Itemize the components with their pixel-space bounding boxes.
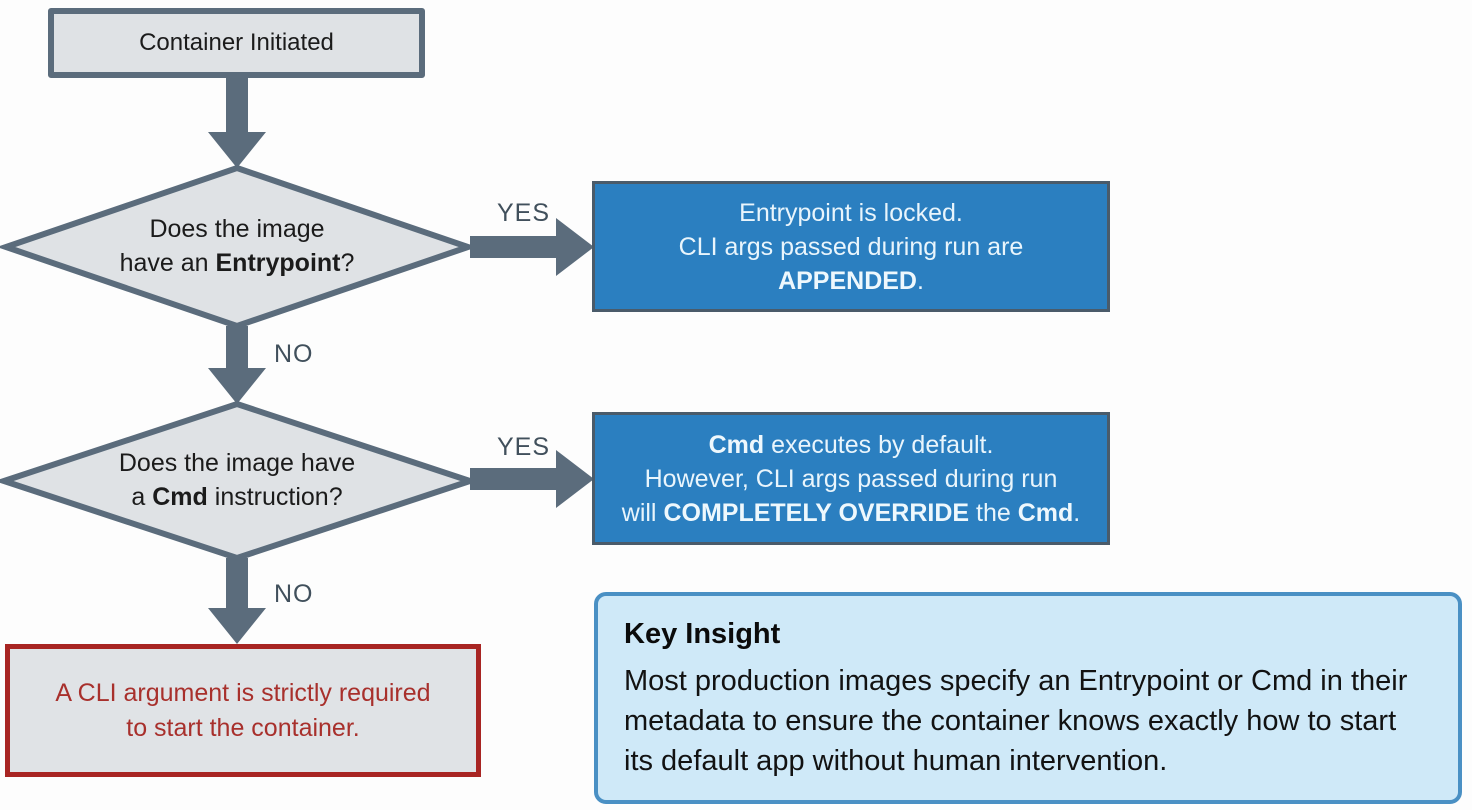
arrow-down-no1-icon [208,326,266,404]
decision1-label: Does the image have an Entrypoint? [37,212,437,280]
decision1-line1: Does the image [149,215,325,243]
outcome-entrypoint-line2: CLI args passed during run are [678,232,1024,261]
decision2-line2: a Cmd instruction? [131,483,343,511]
decision2-line1: Does the image have [118,449,356,477]
arrow-down-no2-icon [208,558,266,644]
edge-label-yes-1: YES [497,199,551,227]
arrow-right-yes1-icon [470,218,594,276]
outcome-cmd-line3: will COMPLETELY OVERRIDE the Cmd. [621,498,1081,527]
arrow-down-start-to-decision1-icon [208,78,266,168]
outcome-cli-required-line1: A CLI argument is strictly required [55,678,431,707]
outcome-entrypoint-box: Entrypoint is locked. CLI args passed du… [592,181,1110,312]
start-node-container-initiated: Container Initiated [48,8,425,78]
decision2-label: Does the image have a Cmd instruction? [37,446,437,514]
arrow-right-yes2-icon [470,450,594,508]
decision1-line2: have an Entrypoint? [119,249,355,277]
outcome-entrypoint-line1: Entrypoint is locked. [739,198,963,227]
key-insight-title: Key Insight [624,618,781,650]
outcome-entrypoint-line3: APPENDED. [778,266,924,295]
outcome-cmd-box: Cmd executes by default. However, CLI ar… [592,412,1110,545]
outcome-cmd-line1: Cmd executes by default. [708,430,994,459]
edge-label-yes-2: YES [497,433,551,461]
key-insight-body: Most production images specify an Entryp… [624,665,1408,777]
outcome-cli-required-line2: to start the container. [126,713,360,742]
edge-label-no-1: NO [274,340,314,368]
outcome-cmd-line2: However, CLI args passed during run [644,464,1058,493]
edge-label-no-2: NO [274,580,314,608]
start-node-label: Container Initiated [139,29,334,56]
outcome-cli-required-box: A CLI argument is strictly required to s… [5,644,481,777]
key-insight-note: Key Insight Most production images speci… [594,592,1462,804]
